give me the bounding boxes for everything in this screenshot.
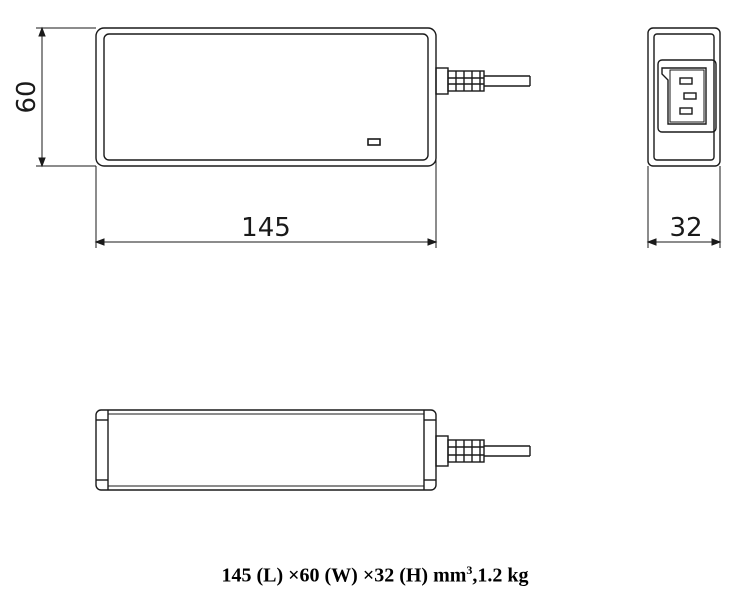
strain-relief-side	[435, 435, 485, 467]
caption-dimensions: 145 (L) ×60 (W) ×32 (H) mm	[221, 564, 467, 587]
cable-top	[484, 75, 531, 87]
dimension-label-depth: 32	[669, 213, 702, 243]
dimension-line-height	[36, 26, 96, 168]
spec-caption: 145 (L) ×60 (W) ×32 (H) mm3,1.2 kg	[0, 563, 750, 588]
dimension-line-length	[94, 160, 438, 248]
dimension-label-height: 60	[12, 80, 42, 113]
top-view	[95, 27, 531, 167]
led-indicator	[367, 138, 381, 146]
cable-side	[484, 445, 531, 457]
caption-weight: ,1.2 kg	[472, 564, 529, 587]
side-view	[95, 409, 531, 491]
caption-superscript: 3	[466, 563, 473, 577]
dimension-label-length: 145	[241, 213, 291, 243]
ac-inlet-socket	[657, 59, 717, 133]
end-view	[647, 27, 721, 167]
dimension-line-depth	[646, 166, 722, 248]
strain-relief-top	[435, 67, 485, 95]
